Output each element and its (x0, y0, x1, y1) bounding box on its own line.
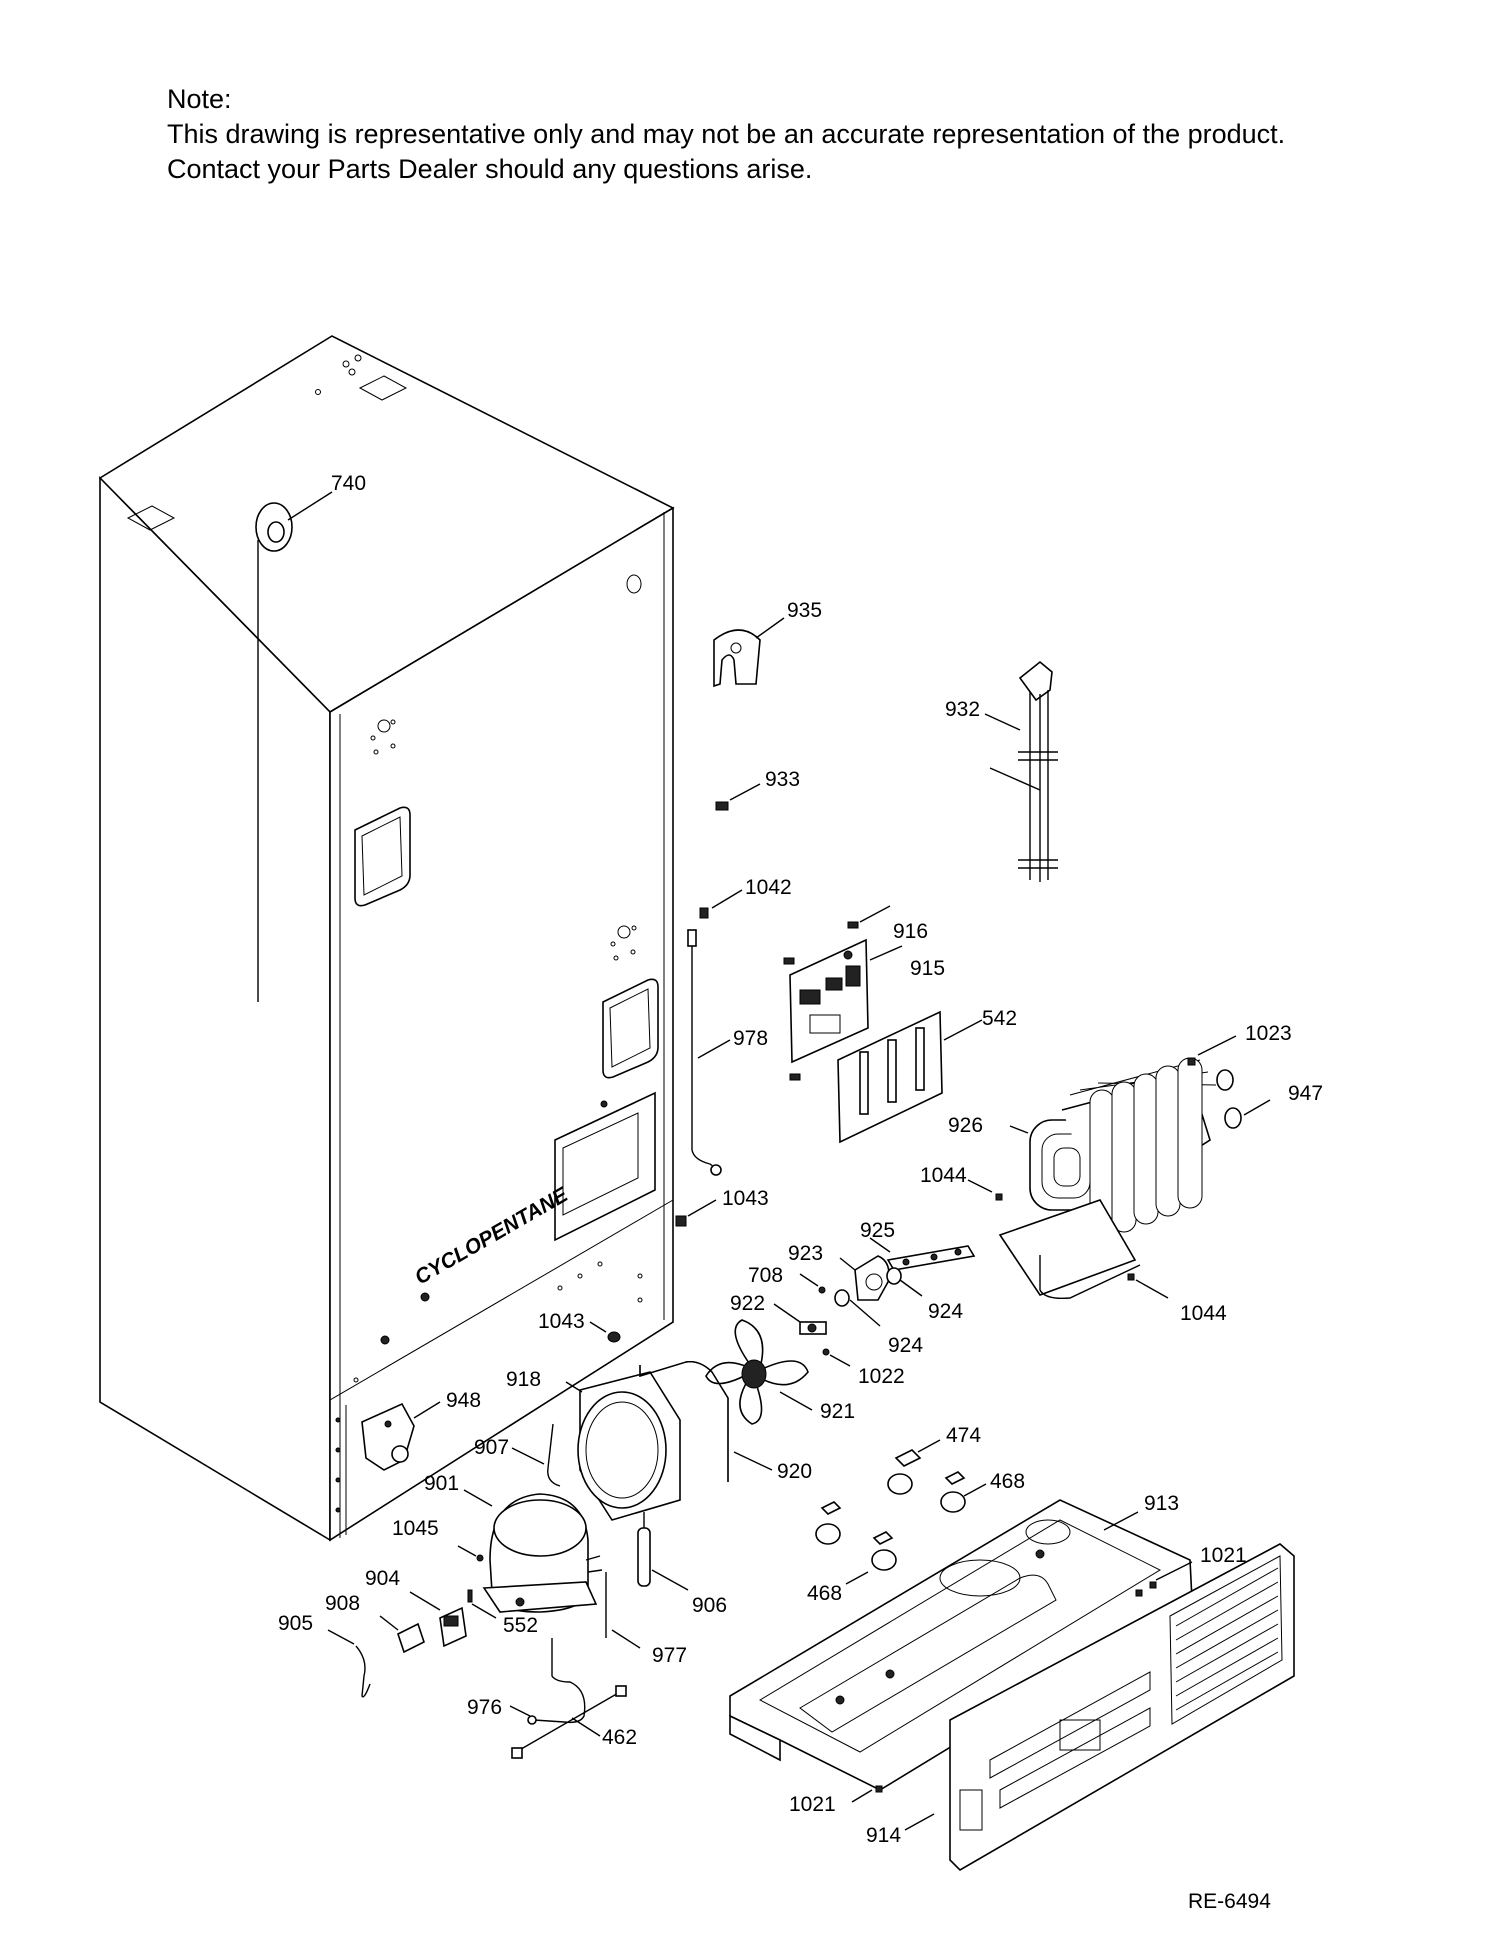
reference-code: RE-6494 (1188, 1890, 1271, 1913)
label-907: 907 (474, 1436, 509, 1459)
label-918: 918 (506, 1368, 541, 1391)
part-923-fan-motor (839, 1255, 890, 1301)
part-462-tube (511, 1685, 627, 1759)
part-920-tube (639, 1361, 773, 1482)
label-915: 915 (910, 957, 945, 980)
label-916: 916 (893, 920, 928, 943)
label-468-upper: 468 (990, 1470, 1025, 1493)
label-948: 948 (446, 1389, 481, 1412)
part-922-fan-bracket (773, 1303, 827, 1335)
label-904: 904 (365, 1567, 400, 1590)
label-1021-upper: 1021 (1200, 1544, 1247, 1567)
label-474: 474 (946, 1424, 981, 1447)
label-1021-lower: 1021 (789, 1793, 836, 1816)
part-1043-fastener-upper (675, 1199, 717, 1227)
note-line-2: Contact your Parts Dealer should any que… (167, 154, 813, 184)
part-1044-screw-upper (967, 1179, 1003, 1201)
label-708: 708 (748, 1264, 783, 1287)
label-926: 926 (948, 1114, 983, 1137)
label-977: 977 (652, 1644, 687, 1667)
part-468-grommet-set (815, 1471, 987, 1585)
part-948-bracket (361, 1401, 441, 1471)
part-918-fan-shroud (565, 1371, 681, 1521)
part-552-clip (467, 1589, 497, 1619)
part-976-tube (509, 1638, 586, 1725)
label-1043-upper: 1043 (722, 1187, 769, 1210)
label-924-lower: 924 (888, 1334, 923, 1357)
note-line-1: This drawing is representative only and … (167, 119, 1286, 149)
label-1022: 1022 (858, 1365, 905, 1388)
part-926-evaporator (998, 1057, 1217, 1300)
part-708-screw (799, 1273, 826, 1294)
label-921: 921 (820, 1400, 855, 1423)
label-933: 933 (765, 768, 800, 791)
part-1045-screw (457, 1545, 484, 1562)
part-905-wire (327, 1629, 371, 1698)
label-920: 920 (777, 1460, 812, 1483)
part-1023-screw (1187, 1035, 1237, 1066)
part-1022-screw (822, 1348, 851, 1367)
part-916-fastener (783, 905, 891, 1081)
label-1043-lower: 1043 (538, 1310, 585, 1333)
part-932-power-cord (984, 660, 1058, 882)
part-907-tube (511, 1423, 561, 1487)
part-914-grille (904, 1543, 1295, 1872)
part-904-relay (409, 1591, 467, 1648)
part-935-bracket (713, 617, 785, 688)
part-labels: 740 935 932 933 1042 916 915 542 978 102… (278, 472, 1323, 1847)
label-913: 913 (1144, 1492, 1179, 1515)
label-468-lower: 468 (807, 1582, 842, 1605)
drawing-note: Note: This drawing is representative onl… (167, 82, 1285, 187)
part-1042-screw (699, 889, 743, 919)
label-914: 914 (866, 1824, 901, 1847)
part-924-grommet-upper (886, 1267, 923, 1297)
part-915-control-board (789, 938, 903, 1064)
label-1044-lower: 1044 (1180, 1302, 1227, 1325)
label-976: 976 (467, 1696, 502, 1719)
label-1044-upper: 1044 (920, 1164, 967, 1187)
note-heading: Note: (167, 84, 232, 114)
label-923: 923 (788, 1242, 823, 1265)
label-462: 462 (602, 1726, 637, 1749)
label-542: 542 (982, 1007, 1017, 1030)
label-924-upper: 924 (928, 1300, 963, 1323)
label-906: 906 (692, 1594, 727, 1617)
part-474-grommet (894, 1439, 941, 1467)
label-740: 740 (331, 472, 366, 495)
label-901: 901 (424, 1472, 459, 1495)
part-921-fan-blade (705, 1319, 813, 1425)
label-552: 552 (503, 1614, 538, 1637)
label-925: 925 (860, 1219, 895, 1242)
part-933-clip (715, 783, 761, 811)
label-1023: 1023 (1245, 1022, 1292, 1045)
label-932: 932 (945, 698, 980, 721)
label-1045: 1045 (392, 1517, 439, 1540)
part-906-drier (637, 1512, 689, 1591)
part-925-bracket (869, 1237, 976, 1271)
part-978-tube (687, 929, 731, 1176)
label-978: 978 (733, 1027, 768, 1050)
label-905: 905 (278, 1612, 313, 1635)
part-908-overload (379, 1615, 425, 1654)
part-901-compressor (463, 1489, 603, 1613)
label-935: 935 (787, 599, 822, 622)
label-947: 947 (1288, 1082, 1323, 1105)
part-1021-screw-upper (1135, 1561, 1193, 1597)
part-977-tube (605, 1572, 641, 1649)
part-924-grommet-lower (834, 1289, 881, 1327)
label-1042: 1042 (745, 876, 792, 899)
refrigerator-cabinet: CYCLOPENTANE (98, 335, 675, 1542)
part-1043-fastener-lower (589, 1321, 621, 1343)
part-1021-screw-lower (851, 1785, 883, 1803)
label-908: 908 (325, 1592, 360, 1615)
label-922: 922 (730, 1292, 765, 1315)
part-1044-screw-lower (1127, 1273, 1169, 1299)
part-740-water-valve (255, 491, 333, 1002)
part-947-grommet (1216, 1069, 1271, 1129)
